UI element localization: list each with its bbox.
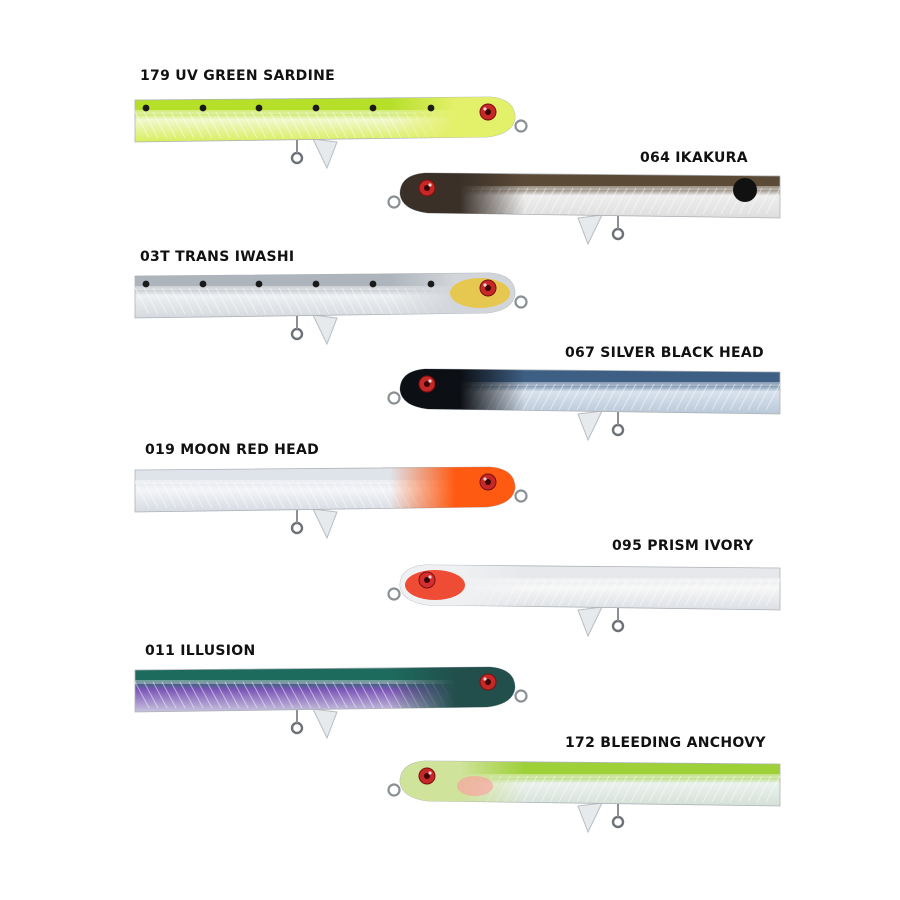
hook-hanger bbox=[611, 423, 625, 437]
hook-hanger bbox=[290, 151, 304, 165]
lure-label-172: 172 BLEEDING ANCHOVY bbox=[565, 735, 766, 751]
lure-spot bbox=[142, 280, 150, 288]
lure-head bbox=[390, 467, 515, 512]
hook-hanger bbox=[611, 815, 625, 829]
lure-head bbox=[390, 97, 515, 142]
lure-keel bbox=[577, 802, 603, 834]
lure-head-patch bbox=[450, 278, 510, 308]
lure-keel bbox=[312, 314, 338, 346]
lure-head bbox=[400, 173, 525, 218]
lure-svg bbox=[387, 760, 781, 834]
line-tie bbox=[387, 195, 401, 209]
lure-head-patch bbox=[405, 570, 465, 600]
line-tie bbox=[514, 119, 528, 133]
lure-keel bbox=[577, 410, 603, 442]
lure-image-064 bbox=[387, 168, 781, 268]
line-tie bbox=[514, 689, 528, 703]
lure-image-172 bbox=[387, 756, 781, 856]
lure-label-011: 011 ILLUSION bbox=[145, 643, 256, 659]
lure-image-03t bbox=[134, 268, 528, 368]
lure-label-03t: 03T TRANS IWASHI bbox=[140, 249, 295, 265]
lure-svg bbox=[134, 96, 528, 170]
lure-svg bbox=[134, 466, 528, 540]
lure-spot bbox=[199, 104, 207, 112]
hook-hanger bbox=[611, 619, 625, 633]
lure-label-019: 019 MOON RED HEAD bbox=[145, 442, 320, 458]
line-tie bbox=[514, 489, 528, 503]
lure-label-095: 095 PRISM IVORY bbox=[612, 538, 754, 554]
hook-hanger bbox=[290, 521, 304, 535]
lure-keel bbox=[312, 708, 338, 740]
lure-dark-spot bbox=[733, 178, 757, 202]
lure-keel bbox=[312, 508, 338, 540]
hook-hanger bbox=[290, 721, 304, 735]
lure-spot bbox=[369, 280, 377, 288]
lure-image-095 bbox=[387, 560, 781, 660]
lure-image-179 bbox=[134, 92, 528, 192]
line-tie bbox=[387, 587, 401, 601]
lure-keel bbox=[577, 606, 603, 638]
lure-spot bbox=[255, 104, 263, 112]
lure-spot bbox=[142, 104, 150, 112]
lure-svg bbox=[134, 272, 528, 346]
lure-image-067 bbox=[387, 364, 781, 464]
lure-spot bbox=[369, 104, 377, 112]
lure-spot bbox=[427, 280, 435, 288]
lure-svg bbox=[387, 172, 781, 246]
lure-spot bbox=[427, 104, 435, 112]
hook-hanger bbox=[290, 327, 304, 341]
hook-hanger bbox=[611, 227, 625, 241]
lure-svg bbox=[387, 368, 781, 442]
lure-image-011 bbox=[134, 662, 528, 762]
lure-blush bbox=[457, 776, 493, 796]
lure-svg bbox=[387, 564, 781, 638]
lure-keel bbox=[312, 138, 338, 170]
lure-label-067: 067 SILVER BLACK HEAD bbox=[565, 345, 764, 361]
lure-keel bbox=[577, 214, 603, 246]
line-tie bbox=[387, 391, 401, 405]
lure-spot bbox=[312, 280, 320, 288]
lure-head bbox=[400, 369, 525, 414]
lure-spot bbox=[199, 280, 207, 288]
line-tie bbox=[514, 295, 528, 309]
lure-label-064: 064 IKAKURA bbox=[640, 150, 748, 166]
lure-head bbox=[390, 667, 515, 712]
line-tie bbox=[387, 783, 401, 797]
lure-image-019 bbox=[134, 462, 528, 562]
lure-spot bbox=[255, 280, 263, 288]
lure-svg bbox=[134, 666, 528, 740]
lure-spot bbox=[312, 104, 320, 112]
lure-label-179: 179 UV GREEN SARDINE bbox=[140, 68, 335, 84]
